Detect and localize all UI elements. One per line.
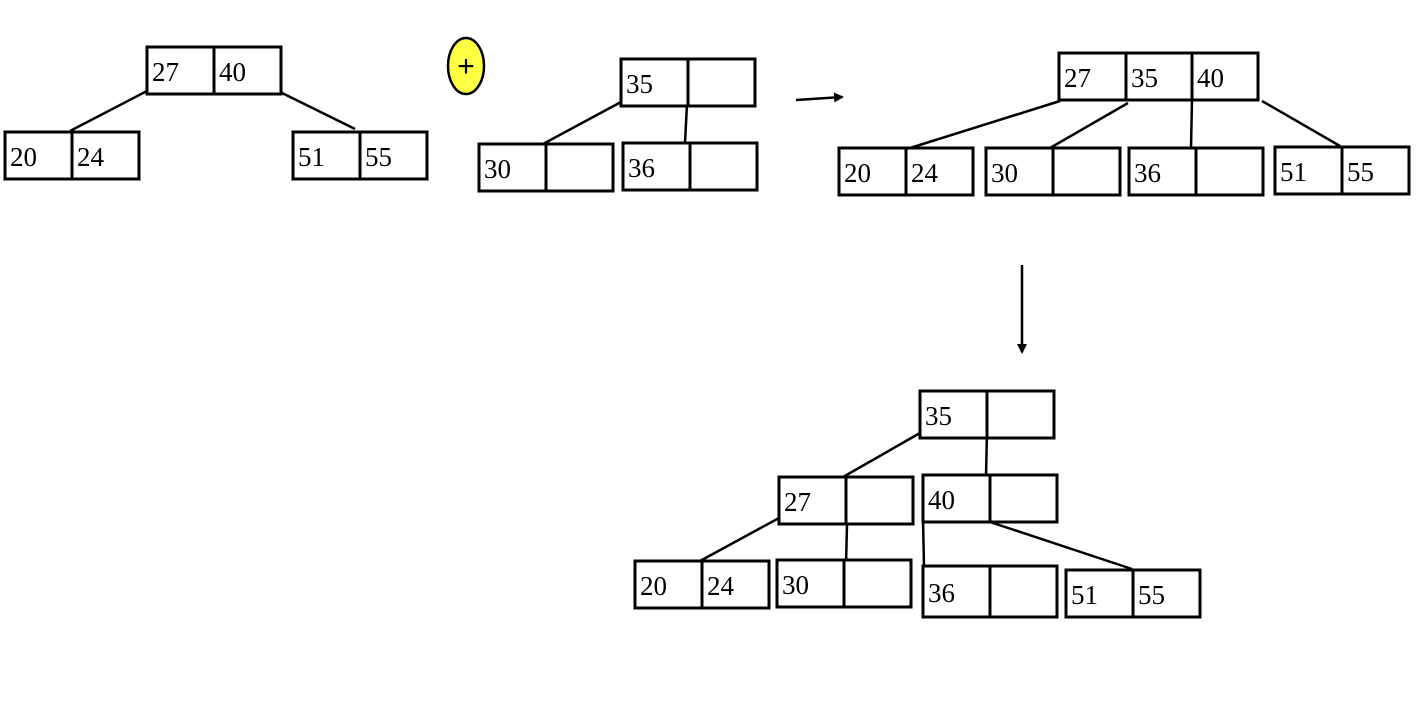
key-text: 20: [844, 158, 871, 188]
key-text: 20: [640, 571, 667, 601]
key-text: 24: [77, 142, 105, 172]
node-a-left: 20 24: [3, 130, 141, 181]
key-cell: [688, 141, 759, 192]
tree-b: 35 30 36: [477, 57, 759, 193]
node-r-40: 40: [921, 473, 1059, 524]
key-cell: [1127, 146, 1198, 197]
key-cell: [477, 142, 548, 193]
key-cell: [775, 558, 846, 609]
key-cell: [212, 45, 283, 96]
node-a-root: 27 40: [145, 45, 283, 96]
key-cell: [844, 475, 915, 526]
node-m-child-1: 20 24: [837, 146, 975, 197]
tree-result: 35 27 40 20 24 30: [633, 389, 1202, 619]
edge-m-2: [1049, 101, 1129, 150]
key-cell: [1340, 145, 1411, 196]
key-text: 24: [707, 571, 735, 601]
node-b-left: 30: [477, 142, 615, 193]
key-text: 51: [1280, 157, 1307, 187]
key-cell: [145, 45, 216, 96]
merge-badge: [446, 36, 486, 96]
edge-b-left: [542, 100, 622, 146]
key-text: 35: [626, 69, 653, 99]
key-text: 27: [152, 57, 179, 87]
node-b-root: 35: [619, 57, 757, 108]
edge-m-4: [1261, 99, 1341, 148]
key-cell: [988, 473, 1059, 524]
key-text: 40: [1197, 63, 1224, 93]
key-cell: [1190, 51, 1260, 102]
key-text: 24: [911, 158, 939, 188]
key-text: 30: [484, 154, 511, 184]
key-cell: [1124, 51, 1194, 102]
key-text: 55: [1347, 157, 1374, 187]
key-cell: [1051, 146, 1122, 197]
edge-r-40-right: [989, 520, 1133, 571]
node-r-leaf-4: 51 55: [1064, 568, 1202, 619]
edge-m-1: [909, 99, 1061, 150]
node-b-right: 36: [621, 141, 759, 192]
node-m-root: 27 35 40: [1057, 51, 1260, 102]
key-cell: [544, 142, 615, 193]
edge-m-3: [1189, 99, 1194, 149]
node-m-child-2: 30: [984, 146, 1122, 197]
key-text: 55: [365, 142, 392, 172]
node-r-root: 35: [918, 389, 1056, 440]
node-m-child-4: 51 55: [1273, 145, 1411, 196]
key-cell: [988, 564, 1059, 619]
edge-a-right: [277, 89, 356, 131]
key-cell: [3, 130, 74, 181]
key-text: 40: [219, 57, 246, 87]
key-text: 35: [925, 401, 952, 431]
node-r-leaf-1: 20 24: [633, 559, 771, 610]
key-cell: [291, 130, 362, 181]
tree-merged: 27 35 40 20 24 30 36 51 55: [837, 51, 1411, 197]
key-cell: [984, 146, 1055, 197]
key-cell: [1194, 146, 1265, 197]
key-text: 27: [784, 487, 811, 517]
key-text: 36: [628, 153, 655, 183]
merge-symbol: +: [457, 50, 475, 83]
edge-r-27-left: [699, 516, 780, 563]
key-text: 51: [298, 142, 325, 172]
merge-plus-icon: +: [446, 36, 486, 96]
key-cell: [70, 130, 141, 181]
key-cell: [686, 57, 757, 108]
node-a-right: 51 55: [291, 130, 429, 181]
key-cell: [700, 559, 771, 610]
key-text: 20: [10, 142, 37, 172]
key-text: 30: [991, 158, 1018, 188]
edge-r-root-left: [842, 431, 921, 479]
node-r-leaf-2: 30: [775, 558, 913, 609]
key-text: 55: [1138, 580, 1165, 610]
key-text: 36: [928, 578, 955, 608]
node-r-27: 27: [777, 475, 915, 526]
key-text: 36: [1134, 158, 1161, 188]
key-cell: [837, 146, 908, 197]
tree-a: 27 40 20 24 51 55: [3, 45, 429, 181]
key-cell: [358, 130, 429, 181]
key-text: 35: [1131, 63, 1158, 93]
edge-b-right: [683, 103, 689, 144]
edge-r-40-left: [921, 519, 926, 567]
key-cell: [904, 146, 975, 197]
key-text: 51: [1071, 580, 1098, 610]
edge-a-left: [69, 89, 148, 133]
key-text: 40: [928, 485, 955, 515]
key-cell: [1064, 568, 1135, 619]
key-cell: [1273, 145, 1344, 196]
node-m-child-3: 36: [1127, 146, 1265, 197]
key-text: 30: [782, 570, 809, 600]
key-cell: [842, 558, 913, 609]
node-r-leaf-3: 36: [921, 564, 1059, 619]
key-cell: [1131, 568, 1202, 619]
key-cell: [1057, 51, 1128, 102]
arrow-right-icon: [795, 92, 844, 103]
key-cell: [985, 389, 1056, 440]
key-text: 27: [1064, 63, 1091, 93]
